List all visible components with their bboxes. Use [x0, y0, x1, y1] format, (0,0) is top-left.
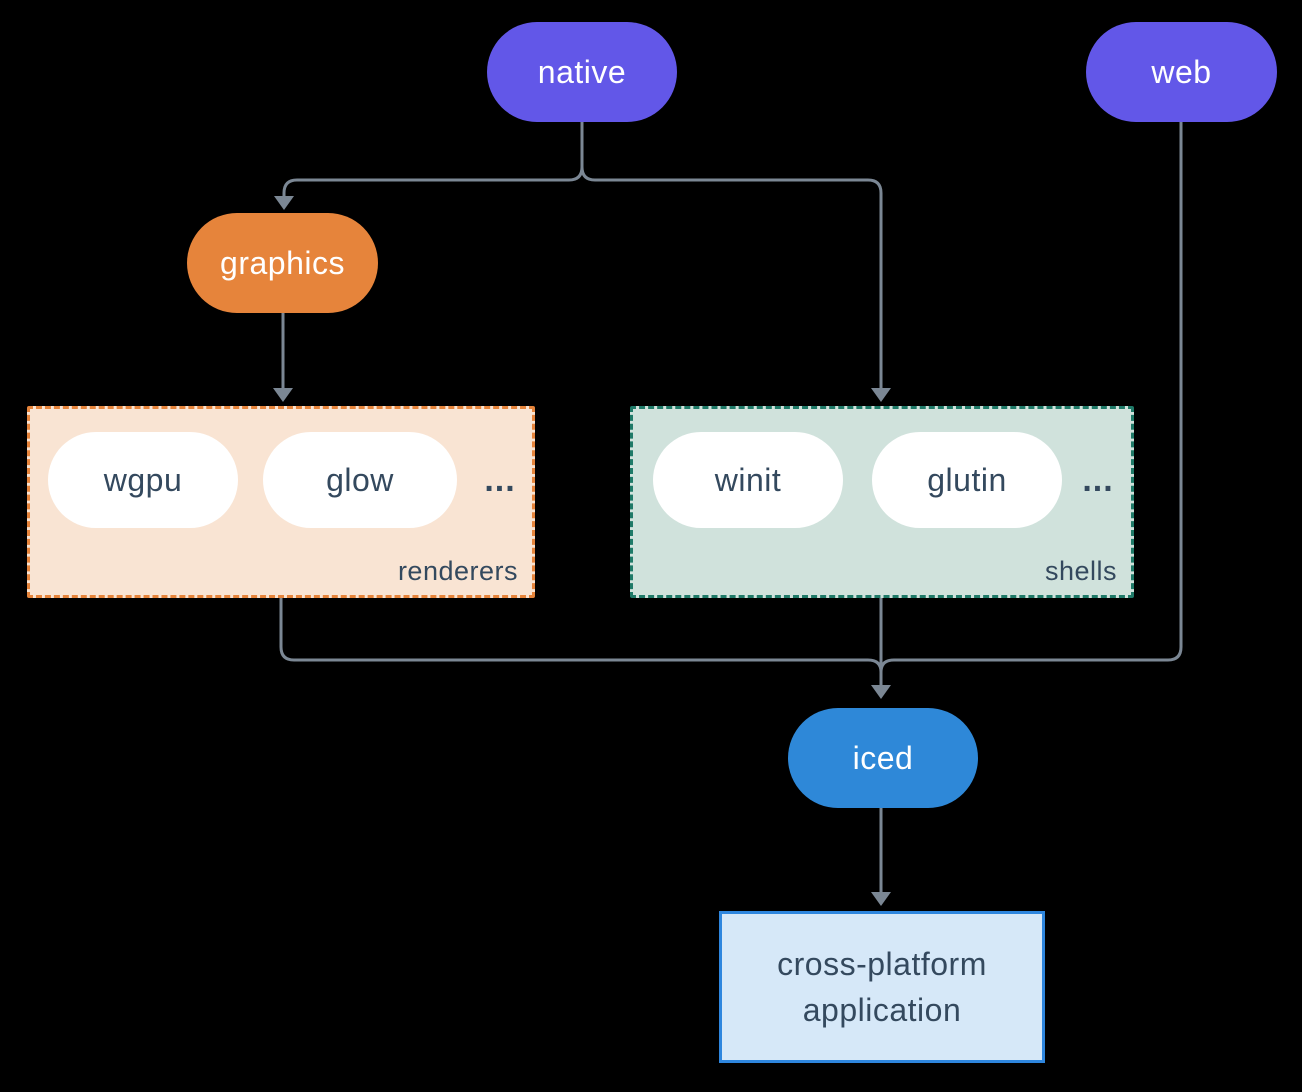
node-wgpu-label: wgpu: [103, 461, 183, 498]
node-wgpu: wgpu: [48, 432, 238, 528]
node-application-label-line2: application: [802, 992, 962, 1028]
node-application-label-line1: cross-platform: [777, 945, 987, 982]
node-application: cross-platform application: [719, 911, 1045, 1063]
node-iced: iced: [788, 708, 978, 808]
node-graphics-label: graphics: [220, 244, 345, 281]
renderers-group-label: renderers: [397, 556, 518, 586]
shells-ellipsis: ...: [1082, 460, 1114, 499]
node-glow-label: glow: [326, 461, 394, 498]
node-native: native: [487, 22, 677, 122]
node-native-label: native: [537, 53, 627, 90]
connector-native-to-shells: [580, 166, 883, 388]
renderers-ellipsis: ...: [484, 460, 516, 499]
node-glutin-label: glutin: [927, 461, 1007, 498]
node-web: web: [1086, 22, 1277, 122]
connector-renderers-to-iced: [279, 598, 883, 673]
node-glutin: glutin: [872, 432, 1062, 528]
node-winit-label: winit: [714, 461, 782, 498]
node-glow: glow: [263, 432, 457, 528]
connector-native-to-graphics: [282, 122, 584, 197]
node-winit: winit: [653, 432, 843, 528]
node-graphics: graphics: [187, 213, 378, 313]
node-iced-label: iced: [852, 739, 914, 776]
shells-group-label: shells: [1044, 556, 1117, 586]
node-web-label: web: [1151, 53, 1212, 90]
arrowhead-graphics: [274, 196, 294, 210]
arrowhead-shells: [871, 388, 891, 402]
group-renderers: wgpu glow ... renderers: [27, 406, 535, 598]
arrowhead-iced: [871, 685, 891, 699]
arrowhead-renderers: [273, 388, 293, 402]
arrowhead-application: [871, 892, 891, 906]
group-shells: winit glutin ... shells: [630, 406, 1134, 598]
